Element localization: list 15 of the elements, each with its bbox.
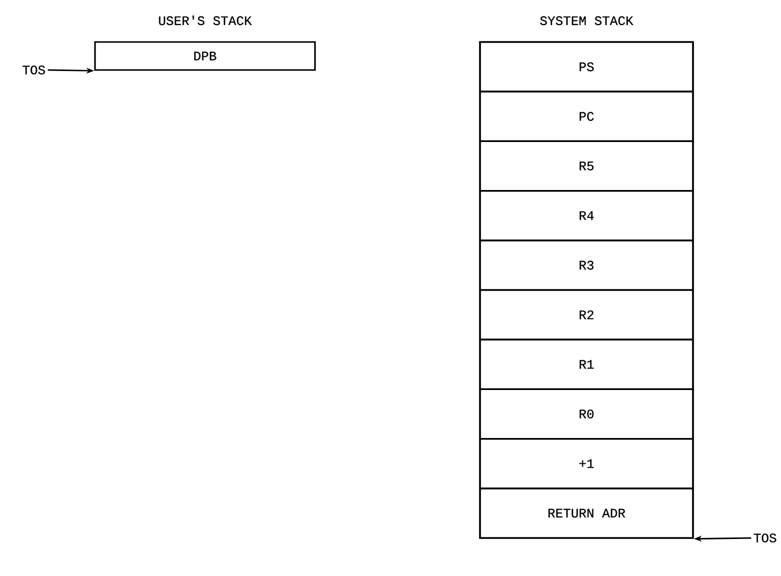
pointer-label: TOS: [22, 66, 45, 74]
cell-label: DPB: [194, 52, 216, 60]
stack-heading: SYSTEM STACK: [540, 16, 634, 26]
cell-label: R4: [580, 211, 594, 220]
stack-heading: USER'S STACK: [159, 15, 252, 26]
cell-label: R1: [580, 360, 594, 369]
cell-label: R0: [580, 410, 594, 418]
cell-label: RETURN ADR: [548, 508, 626, 518]
cell-label: R5: [580, 162, 594, 170]
pointer-label: TOS: [754, 534, 776, 542]
cell-label: R2: [580, 310, 594, 320]
cell-label: R3: [580, 260, 594, 270]
cell-label: +1: [579, 459, 594, 468]
cell-label: PC: [580, 112, 594, 121]
cell-label: PS: [580, 62, 594, 72]
